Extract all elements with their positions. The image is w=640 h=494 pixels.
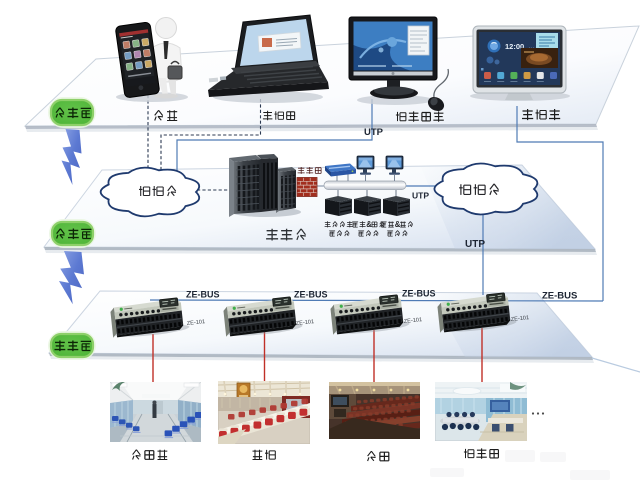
svg-text:&: &	[395, 220, 401, 229]
svg-text:ZE-101: ZE-101	[187, 319, 206, 327]
svg-text:&: &	[366, 220, 372, 229]
svg-text:ZE-101: ZE-101	[404, 317, 423, 325]
svg-text:ZE-BUS: ZE-BUS	[186, 290, 220, 300]
svg-text:UTP: UTP	[412, 191, 429, 201]
svg-text:UTP: UTP	[364, 127, 384, 138]
svg-text:12:00: 12:00	[505, 42, 524, 51]
svg-text:ZE-BUS: ZE-BUS	[542, 291, 577, 302]
svg-text:ZE-101: ZE-101	[511, 315, 530, 323]
svg-text:ZE-BUS: ZE-BUS	[294, 290, 328, 300]
svg-text:ZE-101: ZE-101	[296, 319, 315, 327]
svg-text:UTP: UTP	[465, 239, 485, 250]
svg-text:ZE-BUS: ZE-BUS	[402, 289, 436, 299]
